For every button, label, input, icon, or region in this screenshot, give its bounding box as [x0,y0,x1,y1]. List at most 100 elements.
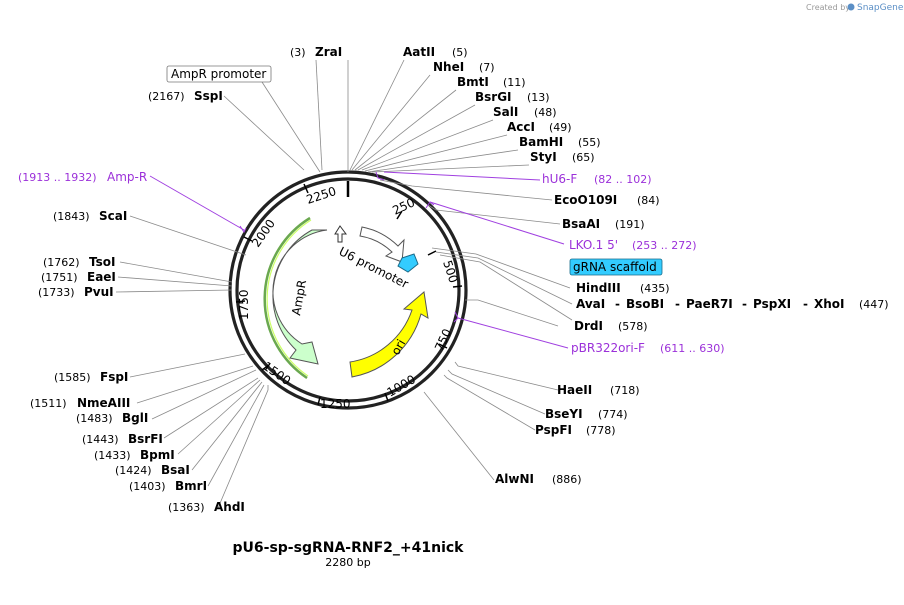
site-pos-bamhi: (55) [578,136,601,149]
dash-4: - [803,297,808,311]
site-pspxi[interactable]: PspXI [753,297,791,311]
site-bgli[interactable]: BglI [122,411,148,425]
tick-label-500: 500 [440,259,460,285]
site-bmti[interactable]: BmtI [457,75,489,89]
site-pos-bsai: (1424) [115,464,152,477]
site-pos-bsrfi: (1443) [82,433,119,446]
site-connectors [115,59,573,509]
primer-hu6-f[interactable]: hU6-F [542,172,577,186]
primer-connectors [149,171,569,349]
ampr-promoter-box [166,65,272,83]
site-pos-bgli: (1483) [76,412,113,425]
site-sali[interactable]: SalI [493,105,518,119]
ampr-arrow [272,229,328,365]
site-bsrfi[interactable]: BsrFI [128,432,163,446]
site-aatii[interactable]: AatII [403,45,435,59]
site-tsoi[interactable]: TsoI [89,255,115,269]
primer-range-hu6-f: (82 .. 102) [594,173,652,186]
site-pos-pvui: (1733) [38,286,75,299]
site-fspi[interactable]: FspI [100,370,128,384]
site-pvui[interactable]: PvuI [84,285,114,299]
site-bmri[interactable]: BmrI [175,479,207,493]
site-pos-ecoo109i: (84) [637,194,660,207]
site-nhei[interactable]: NheI [433,60,464,74]
ampr-outline-inner [266,219,312,377]
site-pos-haeii: (718) [610,384,640,397]
plasmid-name: pU6-sp-sgRNA-RNF2_+41nick [233,540,465,556]
site-pos-bsaai: (191) [615,218,645,231]
ori-arrow [349,291,429,378]
dash-3: - [742,297,747,311]
site-xhoi[interactable]: XhoI [814,297,845,311]
plasmid-length: 2280 bp [325,556,370,569]
site-drdi[interactable]: DrdI [574,319,603,333]
tick-label-1750: 1750 [237,289,251,320]
site-pos-fspi: (1585) [54,371,91,384]
site-bseyi[interactable]: BseYI [545,407,583,421]
site-bsobi[interactable]: BsoBI [626,297,664,311]
site-pos-sali: (48) [534,106,557,119]
site-pos-acci: (49) [549,121,572,134]
site-pos-nhei: (7) [479,61,495,74]
site-paer7i[interactable]: PaeR7I [686,297,733,311]
primer-amp-r[interactable]: Amp-R [107,170,147,184]
site-pos-alwni: (886) [552,473,582,486]
site-pos-nmeaiii: (1511) [30,397,67,410]
site-pos-bmti: (11) [503,76,526,89]
primer-range-pbr322ori-f: (611 .. 630) [660,342,725,355]
ampr-label: AmpR [289,279,309,317]
site-pos-bpmi: (1433) [94,449,131,462]
grna-scaffold-label[interactable]: gRNA scaffold [573,260,657,274]
dash-1: - [615,297,620,311]
site-pos-ahdi: (1363) [168,501,205,514]
site-pos-bseyi: (774) [598,408,628,421]
grna-scaffold-box [569,258,663,276]
tick-marks [235,183,463,406]
site-pos-xhoi: (447) [859,298,889,311]
primer-range-amp-r: (1913 .. 1932) [18,171,97,184]
ampr-promoter-arrow [334,225,347,243]
site-pos-drdi: (578) [618,320,648,333]
site-haeii[interactable]: HaeII [557,383,592,397]
ori-label: ori [388,337,408,358]
ampr-promoter-label[interactable]: AmpR promoter [171,67,266,81]
site-acci[interactable]: AccI [507,120,535,134]
grna-scaffold-block [397,253,419,273]
site-pos-pspfi: (778) [586,424,616,437]
site-sspi[interactable]: SspI [194,89,223,103]
site-pos-aatii: (5) [452,46,468,59]
site-ecoo109i[interactable]: EcoO109I [554,193,617,207]
site-pos-bsrgi: (13) [527,91,550,104]
site-avai[interactable]: AvaI [576,297,605,311]
site-bpmi[interactable]: BpmI [140,448,175,462]
primer-range-lko1-5: (253 .. 272) [632,239,697,252]
primer-lko1-5[interactable]: LKO.1 5' [569,238,618,252]
site-styi[interactable]: StyI [530,150,557,164]
site-bsai[interactable]: BsaI [161,463,190,477]
site-pos-zrai: (3) [290,46,306,59]
site-bamhi[interactable]: BamHI [519,135,563,149]
site-scai[interactable]: ScaI [99,209,127,223]
site-pos-tsoi: (1762) [43,256,80,269]
site-nmeaiii[interactable]: NmeAIII [77,396,130,410]
site-eaei[interactable]: EaeI [87,270,116,284]
site-pos-sspi: (2167) [148,90,185,103]
site-pos-styi: (65) [572,151,595,164]
snapgene-logo-icon [847,3,855,11]
site-bsaai[interactable]: BsaAI [562,217,600,231]
credit-prefix: Created by [806,3,850,12]
site-pos-bmri: (1403) [129,480,166,493]
site-ahdi[interactable]: AhdI [214,500,245,514]
site-pos-scai: (1843) [53,210,90,223]
site-pspfi[interactable]: PspFI [535,423,572,437]
credit-brand: SnapGene [857,3,904,13]
site-alwni[interactable]: AlwNI [495,472,534,486]
ampr-outline [263,216,311,380]
site-bsrgi[interactable]: BsrGI [475,90,512,104]
primer-pbr322ori-f[interactable]: pBR322ori-F [571,341,645,355]
site-pos-hindiii: (435) [640,282,670,295]
site-hindiii[interactable]: HindIII [576,281,621,295]
dash-2: - [675,297,680,311]
site-zrai[interactable]: ZraI [315,45,342,59]
